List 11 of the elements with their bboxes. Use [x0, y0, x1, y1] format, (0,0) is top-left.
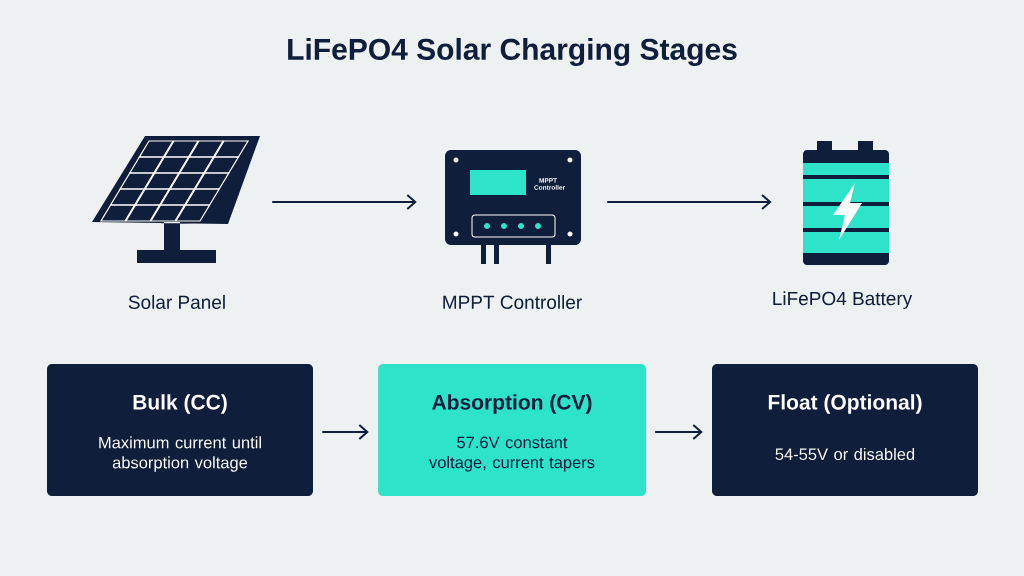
stage-box: Absorption (CV) 57.6V constant voltage, current tapers [378, 364, 646, 496]
icon-caption: MPPT Controller [443, 295, 582, 309]
stage-box: Bulk (CC) Maximum current until absorption voltage [47, 364, 313, 496]
stage-box: Float (Optional) 54-55V or disabled [712, 364, 978, 496]
arrow [321, 424, 369, 440]
arrow [271, 194, 417, 210]
arrow [606, 194, 772, 210]
title: LiFePO4 Solar Charging Stages [288, 37, 737, 67]
icon-caption: Solar Panel [128, 295, 225, 309]
arrow [654, 424, 703, 440]
icon-caption: LiFePO4 Battery [773, 291, 913, 309]
